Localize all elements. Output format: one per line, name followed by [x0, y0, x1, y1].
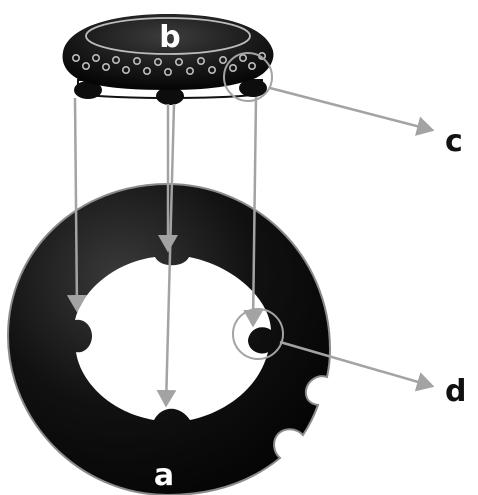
- cap-foot-right: [239, 79, 267, 97]
- arrow-right-foot: [243, 96, 264, 328]
- ring-inner-opening: [75, 257, 271, 420]
- cap-foot-center: [156, 87, 184, 105]
- burner-ring: a: [6, 182, 332, 495]
- ring-detail-label: d: [445, 374, 466, 409]
- cap-detail-circle: [223, 52, 273, 102]
- callout-arrow-c: [269, 86, 435, 136]
- cap-lid: [62, 14, 274, 90]
- burner-cap: b: [62, 14, 274, 105]
- cap-top-outline: [85, 17, 251, 55]
- arrow-center-foot-bottom: [156, 103, 177, 408]
- cap-detail-label: c: [445, 124, 463, 159]
- callout-arrows: [269, 86, 435, 392]
- alignment-arrows: [66, 96, 264, 408]
- cap-label: b: [159, 20, 180, 55]
- callout-arrow-d: [279, 340, 435, 392]
- ring-detail-circle: [232, 308, 284, 360]
- ring-label: a: [154, 458, 174, 493]
- cap-foot-left: [74, 81, 102, 99]
- arrow-left-foot: [66, 97, 87, 313]
